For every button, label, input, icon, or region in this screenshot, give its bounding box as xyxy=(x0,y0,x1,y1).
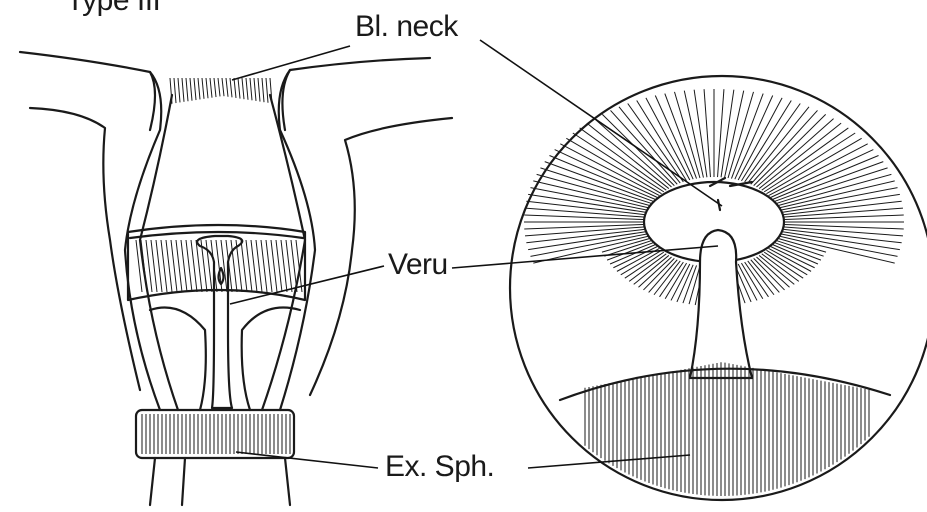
hatch-stroke xyxy=(530,188,648,211)
label-external-sphincter: Ex. Sph. xyxy=(385,452,494,482)
hatch-stroke xyxy=(771,150,874,198)
hatch-stroke xyxy=(665,263,686,299)
hatch-stroke xyxy=(174,78,176,103)
bladder-wall-inner-left xyxy=(30,108,140,390)
hatch-stroke xyxy=(194,78,196,100)
hatch-stroke xyxy=(779,234,897,257)
urethra-inner-right xyxy=(262,95,305,410)
hatch-stroke xyxy=(181,240,187,292)
label-veru: Veru xyxy=(388,250,448,280)
hatch-stroke xyxy=(206,240,212,292)
lower-urethra-left xyxy=(150,308,206,411)
hatch-stroke xyxy=(196,240,202,292)
hatch-stroke xyxy=(251,240,257,292)
hatch-stroke xyxy=(210,78,212,98)
hatch-stroke xyxy=(762,128,849,190)
hatch-stroke xyxy=(266,78,268,103)
hatch-stroke xyxy=(286,240,292,292)
endoscopic-view-drawing xyxy=(510,76,927,500)
hatch-stroke xyxy=(262,78,264,102)
hatch-stroke xyxy=(242,78,244,99)
valve-hatching xyxy=(136,240,302,292)
hatch-stroke xyxy=(218,78,220,96)
hatch-stroke xyxy=(266,240,272,292)
hatch-stroke xyxy=(660,262,684,297)
hatch-stroke xyxy=(234,78,236,98)
hatch-stroke xyxy=(226,78,228,97)
hatch-stroke xyxy=(191,240,197,292)
hatch-stroke xyxy=(186,240,192,292)
distal-urethra-left xyxy=(150,458,155,505)
hatch-stroke xyxy=(166,240,172,292)
hatch-stroke xyxy=(665,94,697,179)
hatch-stroke xyxy=(256,240,262,292)
hatch-stroke xyxy=(156,240,162,292)
figure-heading: Type III xyxy=(66,0,160,16)
hatch-stroke xyxy=(271,240,277,292)
label-bladder-neck: Bl. neck xyxy=(355,12,458,42)
hatch-stroke xyxy=(176,240,182,292)
leader-sph-left xyxy=(236,452,378,468)
hatch-stroke xyxy=(258,78,260,102)
lower-urethra-right xyxy=(242,308,300,411)
hatch-stroke xyxy=(182,78,184,102)
hatch-stroke xyxy=(171,240,177,292)
hatch-stroke xyxy=(206,78,208,98)
leader-neck-left xyxy=(232,46,350,80)
hatch-stroke xyxy=(241,240,247,292)
hatch-stroke xyxy=(261,240,267,292)
hatch-stroke xyxy=(141,240,147,292)
hatch-stroke xyxy=(178,78,180,102)
hatch-stroke xyxy=(555,150,658,198)
hatch-stroke xyxy=(776,240,824,256)
hatch-stroke xyxy=(779,188,897,211)
hatch-stroke xyxy=(151,240,157,292)
hatch-stroke xyxy=(238,78,240,99)
hatch-stroke xyxy=(254,78,256,101)
bladder-neck-hatching xyxy=(170,78,272,104)
hatch-stroke xyxy=(741,263,762,299)
distal-urethra-right xyxy=(285,458,290,505)
sphincter-hatching xyxy=(142,414,290,454)
hatch-stroke xyxy=(230,78,232,97)
bladder-wall-outer-right xyxy=(282,58,430,130)
hatch-stroke xyxy=(214,78,216,97)
hatch-stroke xyxy=(186,78,188,101)
lower-sphincter-hatching xyxy=(585,362,869,496)
hatch-stroke xyxy=(198,78,200,99)
hatch-stroke xyxy=(202,78,204,99)
hatch-stroke xyxy=(745,262,769,297)
hatch-stroke xyxy=(161,240,167,292)
hatch-stroke xyxy=(222,78,224,96)
hatch-stroke xyxy=(190,78,192,101)
hatch-stroke xyxy=(246,240,252,292)
hatch-stroke xyxy=(246,78,248,100)
distal-urethra-lumen-left xyxy=(182,458,185,505)
hatch-stroke xyxy=(250,78,252,100)
hatch-stroke xyxy=(291,240,297,292)
hatch-stroke xyxy=(731,94,763,179)
leader-neck-right xyxy=(480,40,722,206)
hatch-stroke xyxy=(281,240,287,292)
hatch-stroke xyxy=(276,240,282,292)
